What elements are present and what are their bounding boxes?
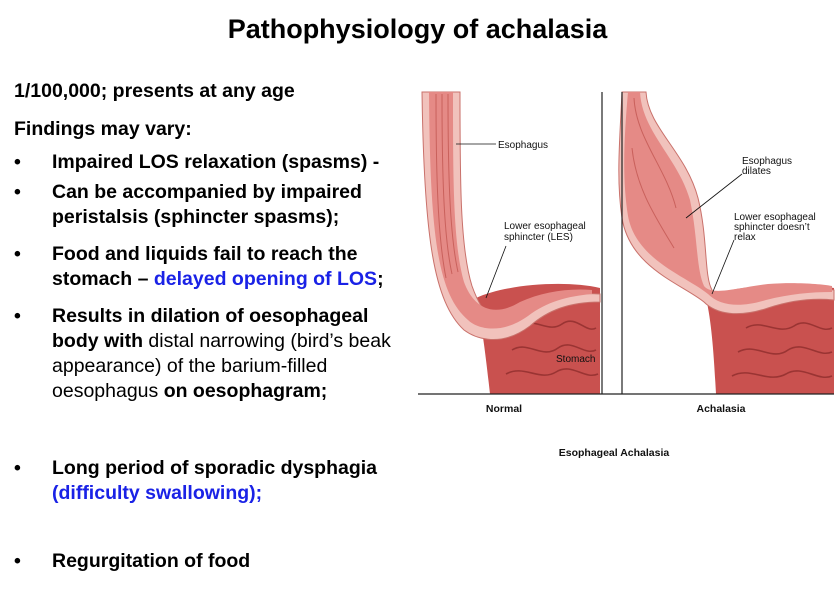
bullet-dot: • <box>14 305 21 327</box>
bullet-text: Regurgitation of food <box>52 550 251 572</box>
label-lesr-line3: relax <box>734 232 756 243</box>
achalasia-esophagus-folds <box>631 97 677 249</box>
bullet-dysphagia: • Long period of sporadic dysphagia (dif… <box>14 456 409 506</box>
label-lesr-line1: Lower esophageal <box>734 212 816 223</box>
label-dilates-line2: dilates <box>742 166 771 177</box>
normal-esophagus-wall <box>421 91 601 341</box>
normal-panel <box>421 91 603 394</box>
bullet-dot: • <box>14 243 21 265</box>
bullet-impaired-peristalsis: • Can be accompanied by impaired perista… <box>14 180 409 230</box>
bullet-text: Impaired LOS relaxation (spasms) - <box>52 151 380 173</box>
bullet-impaired-relaxation: • Impaired LOS relaxation (spasms) - <box>14 150 409 175</box>
dilates-leader <box>685 173 743 219</box>
intro-incidence: 1/100,000; presents at any age <box>14 80 295 102</box>
bullet-dot: • <box>14 550 21 572</box>
les-leader <box>485 245 507 299</box>
bullet-text-bold: on oesophagram; <box>163 380 328 402</box>
label-lesr-line2: sphincter doesn’t <box>734 222 810 233</box>
bullet-text: Long period of sporadic dysphagia (diffi… <box>52 456 409 506</box>
slide-title: Pathophysiology of achalasia <box>227 14 608 44</box>
bullet-dilation: • Results in dilation of oesophageal bod… <box>14 304 409 404</box>
label-les-line1: Lower esophageal <box>504 221 586 232</box>
normal-esophagus-folds <box>435 93 459 279</box>
bullet-dot: • <box>14 457 21 479</box>
bullet-text-part: ; <box>377 268 384 290</box>
bullet-dot: • <box>14 181 21 203</box>
bullet-text-normal: distal narrowing (bird’s beak appearance… <box>52 330 391 402</box>
achalasia-panel <box>618 91 835 394</box>
achalasia-esophagus-lumen <box>624 92 832 305</box>
lesr-leader <box>711 239 735 295</box>
label-dilates-line1: Esophagus <box>742 156 792 167</box>
panel-label-normal: Normal <box>486 403 522 415</box>
label-esophagus: Esophagus <box>498 140 548 151</box>
intro-findings: Findings may vary: <box>14 118 192 140</box>
normal-esophagus-lumen <box>429 92 592 329</box>
achalasia-illustration: Esophagus Lower esophageal sphincter (LE… <box>418 91 835 459</box>
label-les-line2: sphincter (LES) <box>504 232 573 243</box>
bullet-text: Results in dilation of oesophageal body … <box>52 304 409 404</box>
bullet-food-fail: • Food and liquids fail to reach the sto… <box>14 242 409 292</box>
bullet-text-bold: Long period of sporadic dysphagia <box>52 457 378 479</box>
figure-caption: Esophageal Achalasia <box>559 447 670 459</box>
difficulty-swallowing-highlight: (difficulty swallowing); <box>52 482 263 504</box>
delayed-opening-highlight: delayed opening of LOS <box>153 268 378 290</box>
bullet-text: Can be accompanied by impaired peristals… <box>52 181 362 228</box>
bullet-text-part: Food and liquids fail to reach the stoma… <box>52 243 358 290</box>
bullet-regurgitation: • Regurgitation of food <box>14 549 409 574</box>
bullet-text: Food and liquids fail to reach the stoma… <box>52 242 409 292</box>
panel-label-achalasia: Achalasia <box>696 403 745 415</box>
bullet-dot: • <box>14 151 21 173</box>
achalasia-stomach-folds <box>731 322 833 379</box>
bullet-text-bold: Results in dilation of oesophageal body … <box>52 305 369 352</box>
label-stomach: Stomach <box>556 354 595 365</box>
